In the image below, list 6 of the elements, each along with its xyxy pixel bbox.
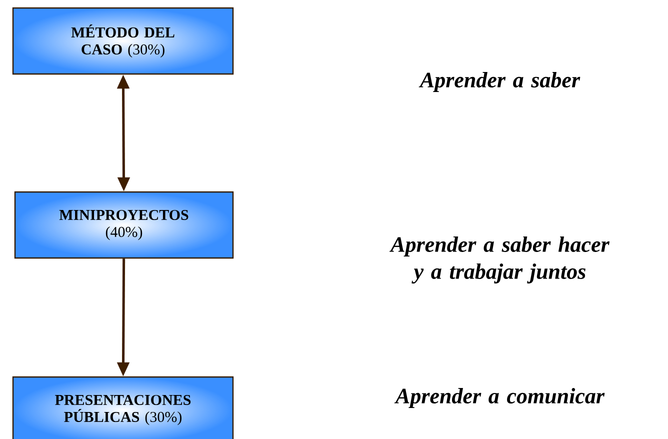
process-box: MÉTODO DEL CASO (30%) xyxy=(12,7,234,75)
outcome-text: Aprender a saber hacer y a trabajar juntos xyxy=(389,236,610,284)
process-box: PRESENTACIONES PÚBLICAS (30%) xyxy=(12,376,234,439)
process-box: MINIPROYECTOS (40%) xyxy=(14,191,234,259)
outcome-text: Aprender a comunicar xyxy=(394,388,605,408)
outcome-text: Aprender a saber xyxy=(418,72,580,92)
